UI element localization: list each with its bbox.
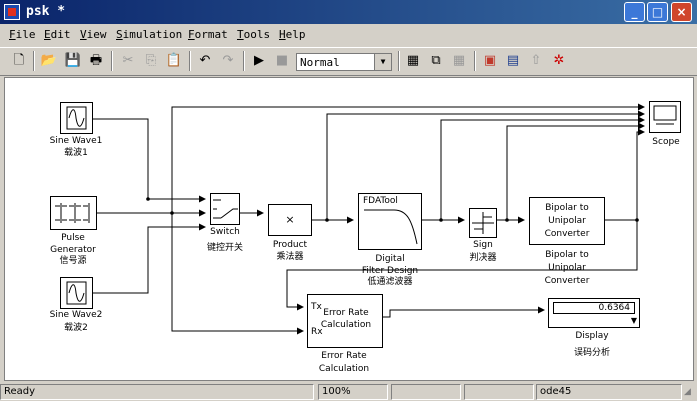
sign-icon <box>472 212 494 234</box>
bipolar-unipolar-converter-block[interactable]: Bipolar to Unipolar Converter <box>529 197 605 245</box>
scope-block[interactable] <box>649 101 681 133</box>
status-pane-empty-2 <box>464 384 534 400</box>
status-zoom: 100% <box>318 384 388 400</box>
model-explorer-icon[interactable]: ▤ <box>506 53 520 68</box>
sine-wave1-block[interactable] <box>60 102 93 134</box>
fdatool-label: FDATool <box>363 196 398 206</box>
menu-help[interactable]: Help <box>279 28 306 41</box>
menu-edit[interactable]: Edit <box>44 28 71 41</box>
converter-inner-label-2: Unipolar <box>548 216 586 226</box>
update-icon[interactable]: ⧉ <box>431 53 441 68</box>
menu-format[interactable]: Format <box>188 28 228 41</box>
converter-inner-label-1: Bipolar to <box>545 203 589 213</box>
errrate-inner-label-2: Calculation <box>320 320 372 330</box>
debug-icon[interactable]: ✲ <box>553 53 565 68</box>
save-icon[interactable]: 💾 <box>64 53 82 68</box>
paste-icon[interactable]: 📋 <box>165 53 183 68</box>
multiply-icon: × <box>285 213 295 226</box>
filter-label-1: Digital <box>375 254 405 264</box>
errrate-label-1: Error Rate <box>321 351 367 361</box>
errrate-label-2: Calculation <box>318 364 370 374</box>
pulse-generator-block[interactable] <box>50 196 97 230</box>
sine-wave-icon <box>66 106 87 130</box>
errrate-inner-label-1: Error Rate <box>323 308 369 318</box>
status-pane-empty-1 <box>391 384 461 400</box>
sine-wave1-label: Sine Wave1 <box>49 136 103 146</box>
product-label: Product <box>272 240 308 250</box>
go-to-parent-icon[interactable]: ⇧ <box>530 53 542 68</box>
display-value: 0.6364 <box>553 302 635 314</box>
undo-icon[interactable]: ↶ <box>199 53 211 68</box>
sine-wave2-block[interactable] <box>60 277 93 309</box>
sign-cn-label: 判决器 <box>469 253 497 263</box>
product-cn-label: 乘法器 <box>276 252 304 262</box>
product-block[interactable]: × <box>268 204 312 236</box>
pulse-cn-label: 信号源 <box>59 256 87 266</box>
menu-file[interactable]: File <box>9 28 36 41</box>
simulink-app-icon <box>4 4 20 20</box>
sine-wave2-cn-label: 载波2 <box>64 323 88 333</box>
pulse-label-2: Generator <box>50 245 96 255</box>
lowpass-response-icon <box>364 209 418 245</box>
maximize-icon[interactable]: □ <box>647 2 668 22</box>
sine-wave1-cn-label: 载波1 <box>64 148 88 158</box>
switch-label: Switch <box>210 227 240 237</box>
digital-filter-block[interactable]: FDATool <box>358 193 422 250</box>
menu-simulation[interactable]: Simulation <box>116 28 183 41</box>
scope-icon <box>653 105 677 125</box>
tx-port-label: Tx <box>311 302 322 312</box>
sign-label: Sign <box>473 240 493 250</box>
chevron-down-icon: ▼ <box>374 54 391 70</box>
copy-icon[interactable]: ⎘ <box>145 53 157 68</box>
converter-inner-label-3: Converter <box>544 229 590 239</box>
sine-wave2-label: Sine Wave2 <box>49 310 103 320</box>
resize-grip-icon[interactable]: ◢ <box>684 387 691 397</box>
new-icon[interactable]: 🗋 <box>13 53 25 68</box>
start-icon[interactable]: ▶ <box>254 53 264 68</box>
redo-icon[interactable]: ↷ <box>222 53 234 68</box>
pulse-icon <box>55 203 90 223</box>
menu-tools[interactable]: Tools <box>237 28 271 41</box>
filter-cn-label: 低通滤波器 <box>367 277 413 287</box>
stop-icon[interactable]: ■ <box>275 53 289 68</box>
converter-label-2: Unipolar <box>548 263 586 273</box>
library-browser-icon[interactable]: ▣ <box>483 53 497 68</box>
status-solver: ode45 <box>536 384 682 400</box>
cut-icon[interactable]: ✂ <box>122 53 134 68</box>
build-icon[interactable]: ▦ <box>406 53 420 68</box>
converter-label-1: Bipolar to <box>545 250 589 260</box>
display-block[interactable]: 0.6364 ▼ <box>548 298 640 328</box>
toolbar: 🗋 📂 💾 🖶 ✂ ⎘ 📋 ↶ ↷ ▶ ■ Normal ▼ ▦ ⧉ ▦ ▣ ▤… <box>0 47 697 76</box>
scope-label: Scope <box>652 137 680 147</box>
display-cn-label: 误码分析 <box>573 348 611 358</box>
signal-lines <box>93 103 645 335</box>
status-state: Ready <box>0 384 314 400</box>
filter-label-2: Filter Design <box>361 266 419 276</box>
refresh-icon[interactable]: ▦ <box>452 53 466 68</box>
switch-block[interactable] <box>210 193 240 225</box>
model-canvas[interactable]: Sine Wave1 载波1 Pulse Generator 信号源 Sine … <box>4 77 694 381</box>
sign-block[interactable] <box>469 208 497 238</box>
title-bar: psk * _ □ × <box>0 0 697 24</box>
minimize-icon[interactable]: _ <box>624 2 645 22</box>
status-bar: Ready 100% ode45 ◢ <box>0 383 697 401</box>
sine-wave-icon <box>66 281 87 305</box>
converter-label-3: Converter <box>544 276 590 286</box>
display-label: Display <box>575 331 609 341</box>
open-icon[interactable]: 📂 <box>40 53 58 68</box>
menu-view[interactable]: View <box>80 28 107 41</box>
rx-port-label: Rx <box>311 327 323 337</box>
simulation-mode-select[interactable]: Normal ▼ <box>296 53 392 71</box>
pulse-label-1: Pulse <box>61 233 85 243</box>
menu-bar: File Edit View Simulation Format Tools H… <box>0 26 697 44</box>
print-icon[interactable]: 🖶 <box>89 53 103 68</box>
window-title: psk * <box>26 4 66 19</box>
switch-cn-label: 键控开关 <box>206 243 244 253</box>
chevron-down-icon: ▼ <box>630 316 637 325</box>
switch-icon <box>213 199 238 219</box>
close-icon[interactable]: × <box>671 2 692 22</box>
error-rate-calculation-block[interactable]: Tx Rx Error Rate Calculation <box>307 294 383 348</box>
